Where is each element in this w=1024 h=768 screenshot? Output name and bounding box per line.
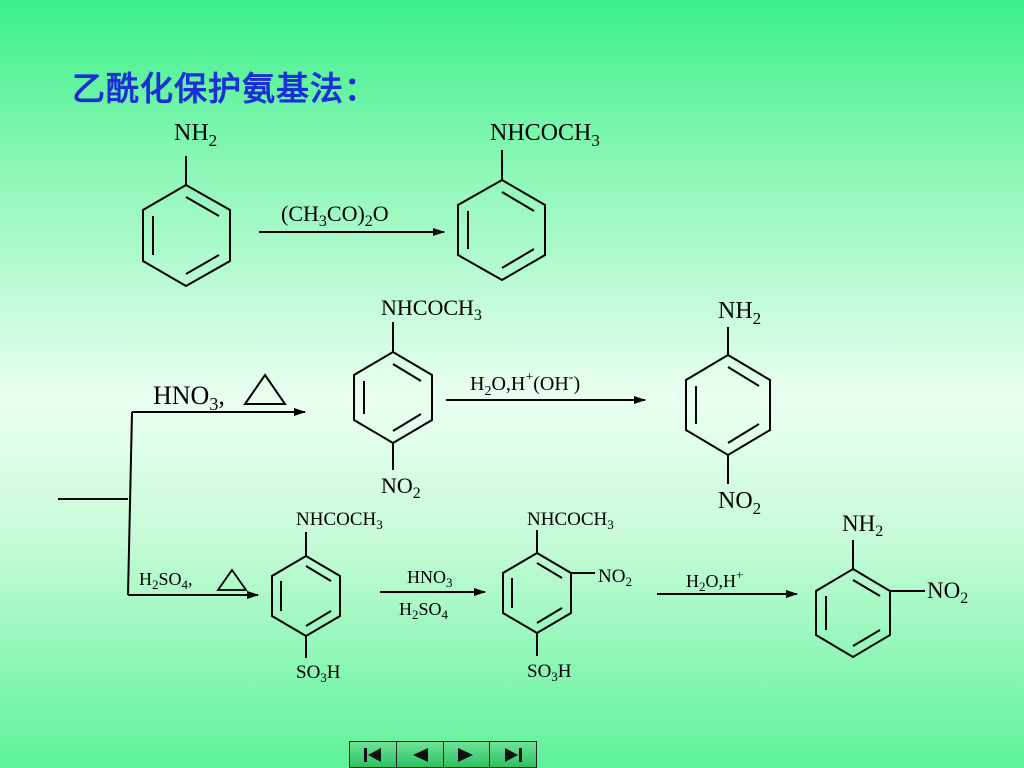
aniline-structure: [142, 156, 231, 288]
sulfonated-bottom-label: SO3H: [296, 662, 341, 685]
nitro-sulfonated-bottom-label: SO3H: [527, 661, 572, 684]
sulfuric-acid-heat-reagent: H2SO4,: [139, 569, 193, 592]
next-slide-icon: [458, 747, 474, 762]
p-nitroaniline-bottom-label: NO2: [718, 488, 761, 518]
o-nitroaniline-top-label: NH2: [842, 511, 883, 540]
p-nitroacetanilide-top-label: NHCOCH3: [381, 295, 482, 324]
previous-slide-button[interactable]: [396, 742, 444, 767]
p-nitroacetanilide-structure: [353, 322, 433, 470]
previous-slide-icon: [412, 747, 428, 762]
o-nitroaniline-side-label: NO2: [927, 578, 968, 607]
p-nitroacetanilide-bottom-label: NO2: [381, 473, 421, 502]
first-slide-button[interactable]: [350, 742, 397, 767]
sulfonated-acetanilide-structure: [271, 532, 341, 658]
hydrolysis-reagent-1: H2O,H+(OH-): [470, 370, 580, 399]
acetanilide-structure: [457, 150, 546, 282]
next-slide-button[interactable]: [443, 742, 491, 767]
slide-title: 乙酰化保护氨基法：: [72, 69, 378, 108]
nitro-sulfonated-top-label: NHCOCH3: [527, 509, 614, 532]
nitration-reagent-top: HNO3: [407, 567, 453, 590]
sulfonated-top-label: NHCOCH3: [296, 509, 383, 532]
nitric-acid-heat-reagent: HNO3,: [153, 381, 225, 414]
hydrolysis-reagent-2: H2O,H+: [686, 567, 743, 594]
branch-connector: [58, 411, 133, 596]
nitro-sulfonated-structure: [502, 530, 595, 656]
p-nitroaniline-structure: [685, 327, 771, 484]
aniline-nh2-label: NH2: [174, 120, 217, 150]
first-slide-icon: [363, 747, 381, 762]
acetanilide-nhcoch3-label: NHCOCH3: [490, 120, 600, 150]
nitration-reagent-bottom: H2SO4: [399, 599, 449, 622]
heat-triangle-icon: [243, 373, 287, 405]
heat-triangle-icon-2: [216, 568, 248, 591]
acetic-anhydride-reagent: (CH3CO)2O: [281, 201, 389, 230]
nitro-sulfonated-side-label: NO2: [598, 566, 632, 589]
last-slide-icon: [505, 747, 523, 762]
last-slide-button[interactable]: [490, 742, 536, 767]
p-nitroaniline-top-label: NH2: [718, 298, 761, 328]
slide-navigation-bar: [349, 741, 537, 768]
o-nitroaniline-structure: [815, 540, 925, 659]
